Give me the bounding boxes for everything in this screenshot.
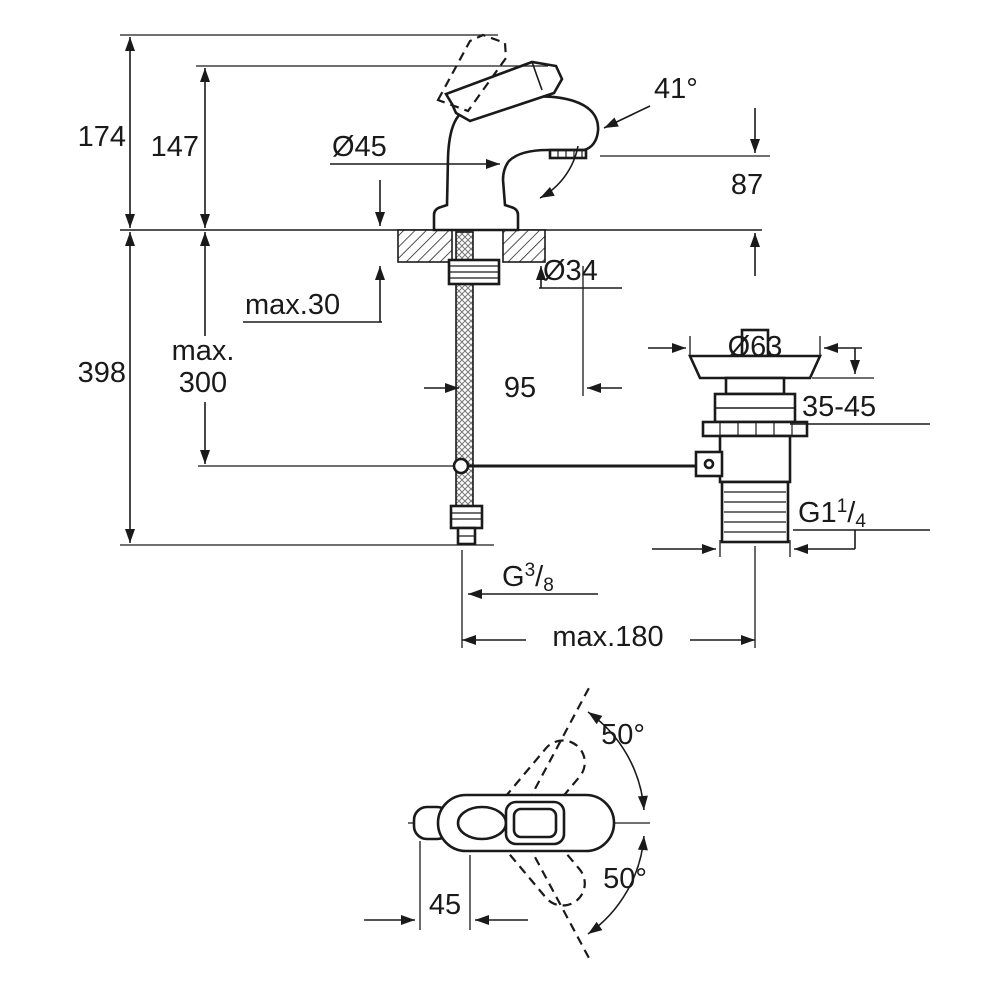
supply-hose bbox=[447, 231, 501, 546]
dim-swing-down-label: 50° bbox=[603, 863, 647, 895]
valve-lower-body bbox=[718, 434, 792, 484]
faucet-body-spout bbox=[432, 95, 600, 232]
drain-valve-assembly bbox=[687, 328, 823, 544]
hose-connector bbox=[449, 504, 484, 530]
deck-section-left bbox=[397, 229, 453, 263]
dim-rod-depth-label-1: max. bbox=[172, 335, 235, 367]
pop-up-rod bbox=[198, 457, 700, 475]
dimensions-plan-view: 45 bbox=[364, 841, 528, 930]
valve-neck bbox=[724, 376, 786, 396]
dim-mounting-range-label: 35-45 bbox=[802, 391, 876, 423]
dim-max-distance-label: max.180 bbox=[552, 621, 663, 653]
spout-top-opening bbox=[456, 805, 508, 841]
dim-lever-angle-label: 41° bbox=[654, 73, 698, 105]
dim-total-height-label: 174 bbox=[78, 121, 126, 153]
dim-rod-depth-label-2: 300 bbox=[179, 367, 227, 399]
lever-top-plate bbox=[504, 800, 566, 846]
deck-section-right bbox=[502, 229, 546, 263]
dim-swing-up-label: 50° bbox=[601, 719, 645, 751]
swing-arc-down bbox=[587, 835, 648, 935]
dimensions-side-view: 174 147 Ø45 41° 87 max.30 Ø34 398 bbox=[78, 34, 770, 653]
dim-hole-diameter-label: Ø34 bbox=[543, 255, 598, 287]
dim-lever-width-label: 45 bbox=[429, 889, 461, 921]
leader-lever-angle bbox=[603, 105, 651, 129]
lever-handle-raised-dashed bbox=[436, 33, 508, 113]
swing-limit-line-up bbox=[527, 685, 591, 803]
swing-arc-up bbox=[587, 711, 648, 811]
lever-grip-plan bbox=[512, 807, 558, 839]
aerator bbox=[548, 148, 588, 160]
drain-thread-label: G11/4 bbox=[798, 496, 866, 532]
valve-flange bbox=[687, 354, 823, 380]
lever-angle-arc bbox=[539, 145, 579, 199]
mounting-deck bbox=[120, 229, 762, 263]
valve-stem bbox=[740, 328, 770, 358]
rod-ball-joint bbox=[452, 457, 470, 475]
dimensions-drain-valve: Ø63 35-45 G11/4 bbox=[648, 331, 930, 557]
lever-handle bbox=[444, 60, 564, 123]
supply-thread-label: G3/8 bbox=[502, 560, 554, 596]
dim-deck-thickness-label: max.30 bbox=[245, 289, 340, 321]
dim-spout-height-label: 87 bbox=[731, 169, 763, 201]
dim-handle-height-label: 147 bbox=[151, 131, 199, 163]
swing-limit-line-down bbox=[527, 843, 591, 961]
dim-flange-diameter-label: Ø63 bbox=[728, 331, 783, 363]
faucet-plan-view: 50° 50° bbox=[408, 685, 650, 961]
dim-body-diameter-label: Ø45 bbox=[332, 131, 387, 163]
dim-overall-depth-label: 398 bbox=[78, 357, 126, 389]
dim-spout-reach-label: 95 bbox=[504, 372, 536, 404]
rod-clamp bbox=[694, 450, 724, 478]
faucet-side-elevation bbox=[432, 33, 600, 232]
